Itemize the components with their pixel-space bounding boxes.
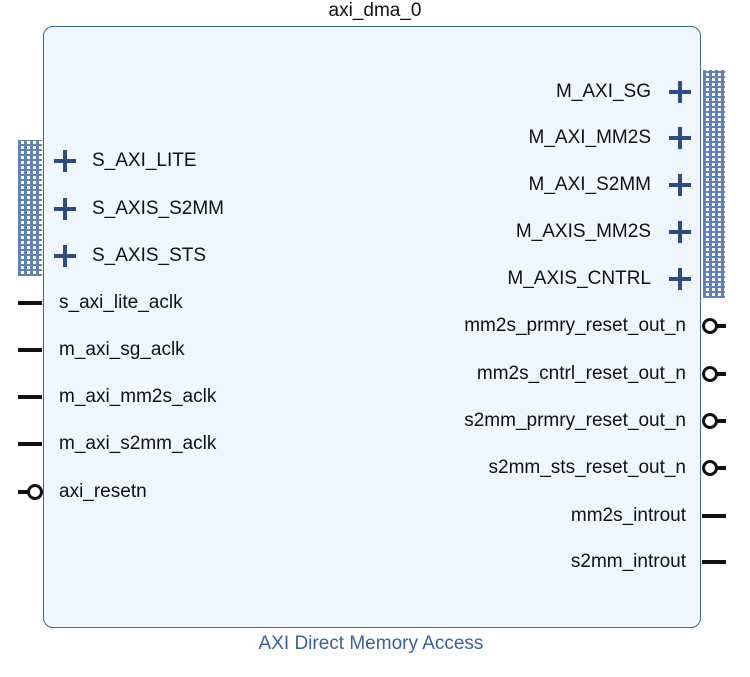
- port-label: mm2s_prmry_reset_out_n: [464, 315, 686, 336]
- bus-interface-plus-icon[interactable]: [669, 268, 691, 290]
- port-label: M_AXIS_MM2S: [515, 221, 651, 242]
- port-s2mm-introut[interactable]: s2mm_introut: [350, 547, 750, 577]
- port-axi-resetn[interactable]: axi_resetn: [0, 477, 400, 507]
- port-label: S_AXIS_STS: [92, 245, 207, 266]
- port-s2mm-prmry-reset-out-n[interactable]: s2mm_prmry_reset_out_n: [350, 406, 750, 436]
- pin-stub[interactable]: [18, 301, 42, 305]
- bus-interface-plus-icon[interactable]: [669, 127, 691, 149]
- inversion-bubble-icon[interactable]: [27, 484, 43, 500]
- port-label: M_AXI_S2MM: [528, 174, 651, 195]
- bus-interface-plus-icon[interactable]: [669, 81, 691, 103]
- port-label: M_AXIS_CNTRL: [507, 268, 651, 289]
- left-bus-connection-pattern: [18, 140, 42, 276]
- port-s-axis-s2mm[interactable]: S_AXIS_S2MM: [0, 194, 400, 224]
- port-m-axi-s2mm[interactable]: M_AXI_S2MM: [350, 170, 750, 200]
- pin-stub[interactable]: [716, 324, 726, 328]
- port-m-axi-mm2s[interactable]: M_AXI_MM2S: [350, 123, 750, 153]
- port-m-axi-s2mm-aclk[interactable]: m_axi_s2mm_aclk: [0, 429, 400, 459]
- pin-stub[interactable]: [18, 442, 42, 446]
- port-label: s_axi_lite_aclk: [59, 292, 183, 313]
- pin-stub[interactable]: [702, 514, 726, 518]
- ip-type-name: AXI Direct Memory Access: [258, 633, 484, 654]
- port-label: s2mm_sts_reset_out_n: [488, 457, 687, 478]
- port-m-axi-mm2s-aclk[interactable]: m_axi_mm2s_aclk: [0, 382, 400, 412]
- port-s-axis-sts[interactable]: S_AXIS_STS: [0, 241, 400, 271]
- port-label: m_axi_mm2s_aclk: [59, 386, 217, 407]
- port-mm2s-prmry-reset-out-n[interactable]: mm2s_prmry_reset_out_n: [350, 311, 750, 341]
- port-mm2s-introut[interactable]: mm2s_introut: [350, 501, 750, 531]
- port-label: axi_resetn: [59, 481, 147, 502]
- right-bus-connection-pattern: [703, 70, 725, 298]
- bus-interface-plus-icon[interactable]: [54, 245, 76, 267]
- port-m-axi-sg-aclk[interactable]: m_axi_sg_aclk: [0, 335, 400, 365]
- pin-stub[interactable]: [702, 560, 726, 564]
- pin-stub[interactable]: [716, 372, 726, 376]
- port-m-axis-mm2s[interactable]: M_AXIS_MM2S: [350, 217, 750, 247]
- port-m-axis-cntrl[interactable]: M_AXIS_CNTRL: [350, 264, 750, 294]
- bus-interface-plus-icon[interactable]: [54, 150, 76, 172]
- port-label: S_AXI_LITE: [92, 150, 197, 171]
- port-s-axi-lite-aclk[interactable]: s_axi_lite_aclk: [0, 288, 400, 318]
- port-s2mm-sts-reset-out-n[interactable]: s2mm_sts_reset_out_n: [350, 453, 750, 483]
- bus-interface-plus-icon[interactable]: [669, 221, 691, 243]
- block-instance-name: axi_dma_0: [328, 0, 422, 21]
- port-m-axi-sg[interactable]: M_AXI_SG: [350, 77, 750, 107]
- port-label: m_axi_sg_aclk: [59, 339, 185, 360]
- pin-stub[interactable]: [18, 490, 28, 494]
- port-label: m_axi_s2mm_aclk: [59, 433, 217, 454]
- port-s-axi-lite[interactable]: S_AXI_LITE: [0, 146, 400, 176]
- pin-stub[interactable]: [18, 395, 42, 399]
- port-label: S_AXIS_S2MM: [92, 198, 224, 219]
- port-label: M_AXI_MM2S: [528, 127, 651, 148]
- port-label: mm2s_cntrl_reset_out_n: [476, 363, 686, 384]
- pin-stub[interactable]: [18, 348, 42, 352]
- pin-stub[interactable]: [716, 466, 726, 470]
- port-label: s2mm_prmry_reset_out_n: [464, 410, 686, 431]
- port-label: s2mm_introut: [570, 551, 686, 572]
- bus-interface-plus-icon[interactable]: [669, 174, 691, 196]
- port-label: mm2s_introut: [570, 505, 686, 526]
- ip-block-body[interactable]: [43, 26, 701, 628]
- pin-stub[interactable]: [716, 419, 726, 423]
- bus-interface-plus-icon[interactable]: [54, 198, 76, 220]
- port-mm2s-cntrl-reset-out-n[interactable]: mm2s_cntrl_reset_out_n: [350, 359, 750, 389]
- port-label: M_AXI_SG: [555, 81, 651, 102]
